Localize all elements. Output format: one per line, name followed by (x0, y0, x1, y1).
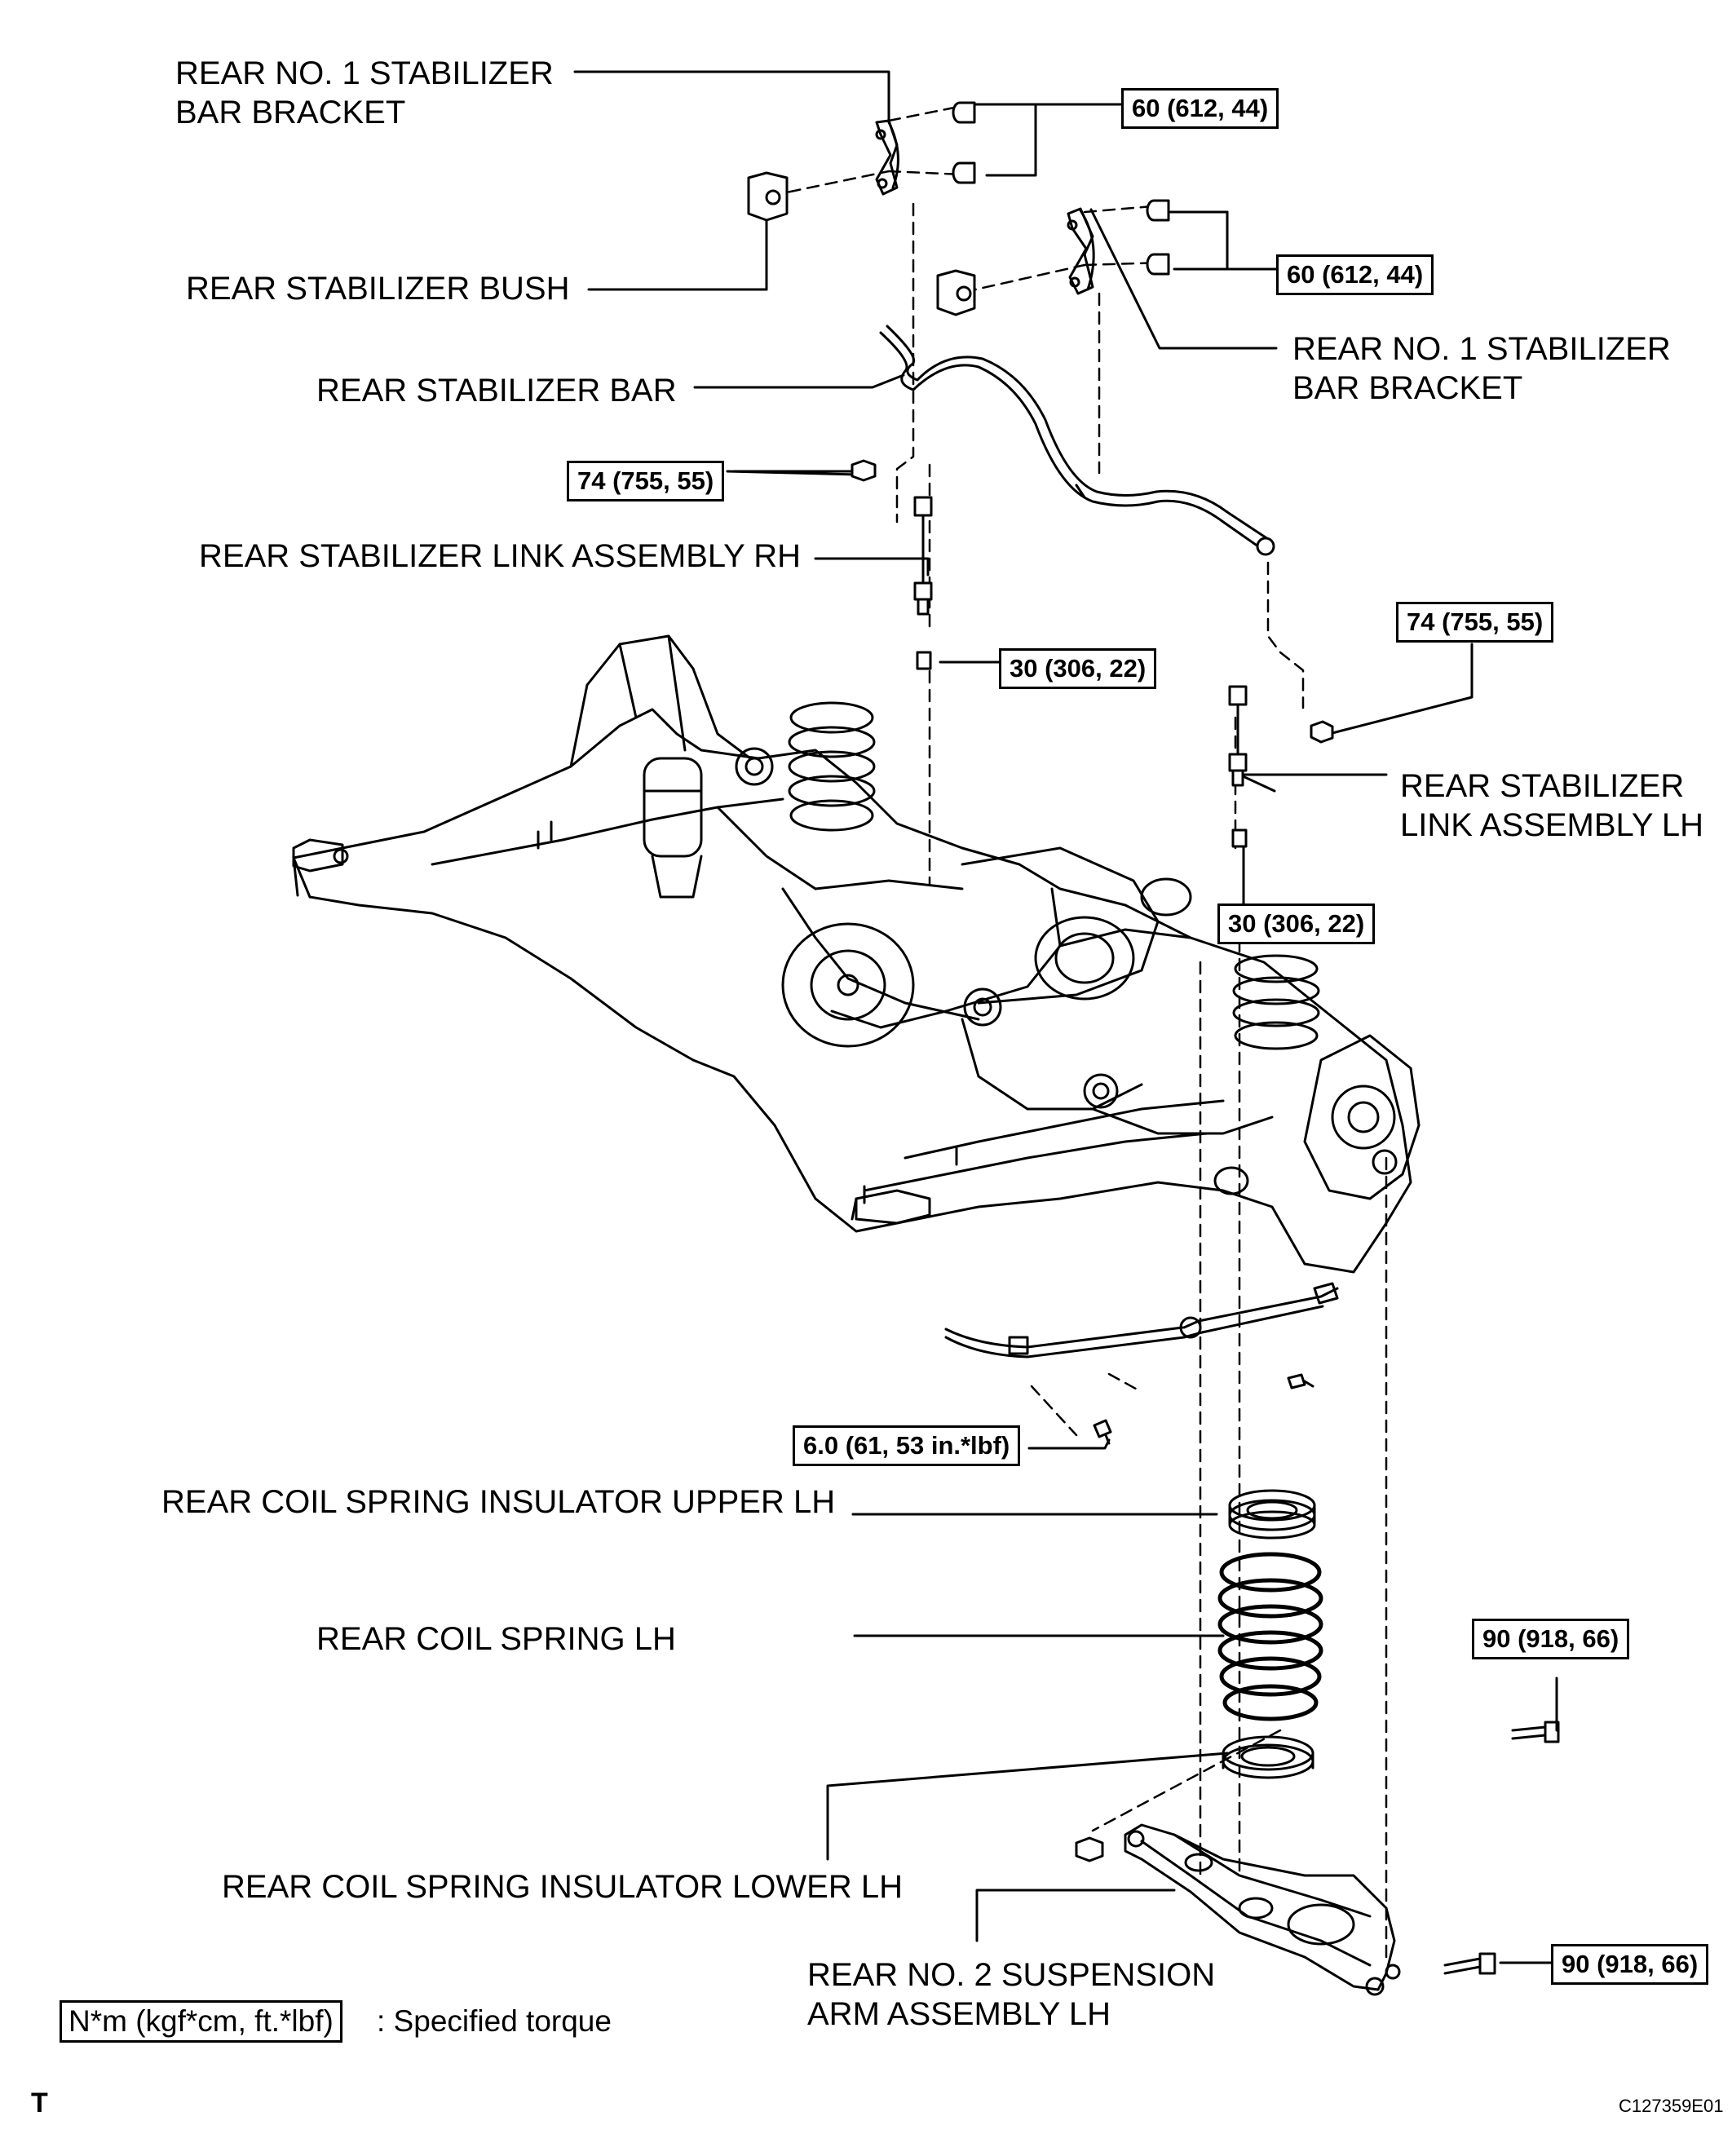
bracket-right-shape (1067, 207, 1095, 295)
legend-description: : Specified torque (377, 2004, 612, 2038)
insulator-lower-shape (1222, 1735, 1314, 1779)
torque-link-rh-lower: 30 (306, 22) (999, 648, 1157, 689)
torque-link-lh-lower: 30 (306, 22) (1217, 903, 1376, 944)
suspension-arm-shape (1075, 1721, 1560, 1996)
coil-spring-shape (1217, 1552, 1323, 1721)
torque-arm-lower: 90 (918, 66) (1551, 1944, 1709, 1985)
stabilizer-bushes (747, 171, 976, 316)
torque-link-rh-upper: 74 (755, 55) (567, 461, 725, 501)
label-coil-spring: REAR COIL SPRING LH (316, 1621, 676, 1657)
torque-bracket-right: 60 (612, 44) (1276, 254, 1434, 295)
legend-unit-box: N*m (kgf*cm, ft.*lbf) (60, 2000, 342, 2043)
label-stabilizer-bush: REAR STABILIZER BUSH (186, 271, 570, 307)
label-insulator-lower: REAR COIL SPRING INSULATOR LOWER LH (222, 1869, 903, 1905)
torque-link-lh-upper: 74 (755, 55) (1396, 602, 1554, 643)
link-rh-shape (851, 459, 933, 670)
label-bracket-top-line1: REAR NO. 1 STABILIZER (175, 55, 554, 91)
bracket-top-shape (875, 119, 899, 196)
label-link-lh-line1: REAR STABILIZER (1400, 768, 1685, 804)
torque-sensor-bolt: 6.0 (61, 53 in.*lbf) (793, 1425, 1021, 1466)
label-bracket-right-line1: REAR NO. 1 STABILIZER (1292, 331, 1671, 367)
label-arm-line2: ARM ASSEMBLY LH (807, 1996, 1111, 2032)
insulator-upper-shape (1228, 1489, 1316, 1540)
label-bracket-right-line2: BAR BRACKET (1292, 370, 1523, 406)
bracket-nuts (952, 101, 1170, 276)
figure-code: C127359E01 (1619, 2096, 1724, 2116)
speed-sensor-harness (944, 1282, 1339, 1445)
label-link-rh: REAR STABILIZER LINK ASSEMBLY RH (199, 538, 802, 574)
label-link-lh-line2: LINK ASSEMBLY LH (1400, 807, 1704, 843)
stabilizer-bar-shape (879, 325, 1275, 556)
link-lh-shape (1228, 685, 1334, 848)
torque-arm-upper: 90 (918, 66) (1472, 1619, 1630, 1659)
label-bracket-top-line2: BAR BRACKET (175, 95, 406, 130)
torque-bracket-top: 60 (612, 44) (1121, 88, 1279, 129)
corner-mark: T (31, 2088, 48, 2118)
label-insulator-upper: REAR COIL SPRING INSULATOR UPPER LH (161, 1484, 836, 1520)
label-stabilizer-bar: REAR STABILIZER BAR (316, 373, 677, 409)
label-arm-line1: REAR NO. 2 SUSPENSION (807, 1957, 1216, 1993)
subframe-assembly (292, 634, 1421, 1274)
